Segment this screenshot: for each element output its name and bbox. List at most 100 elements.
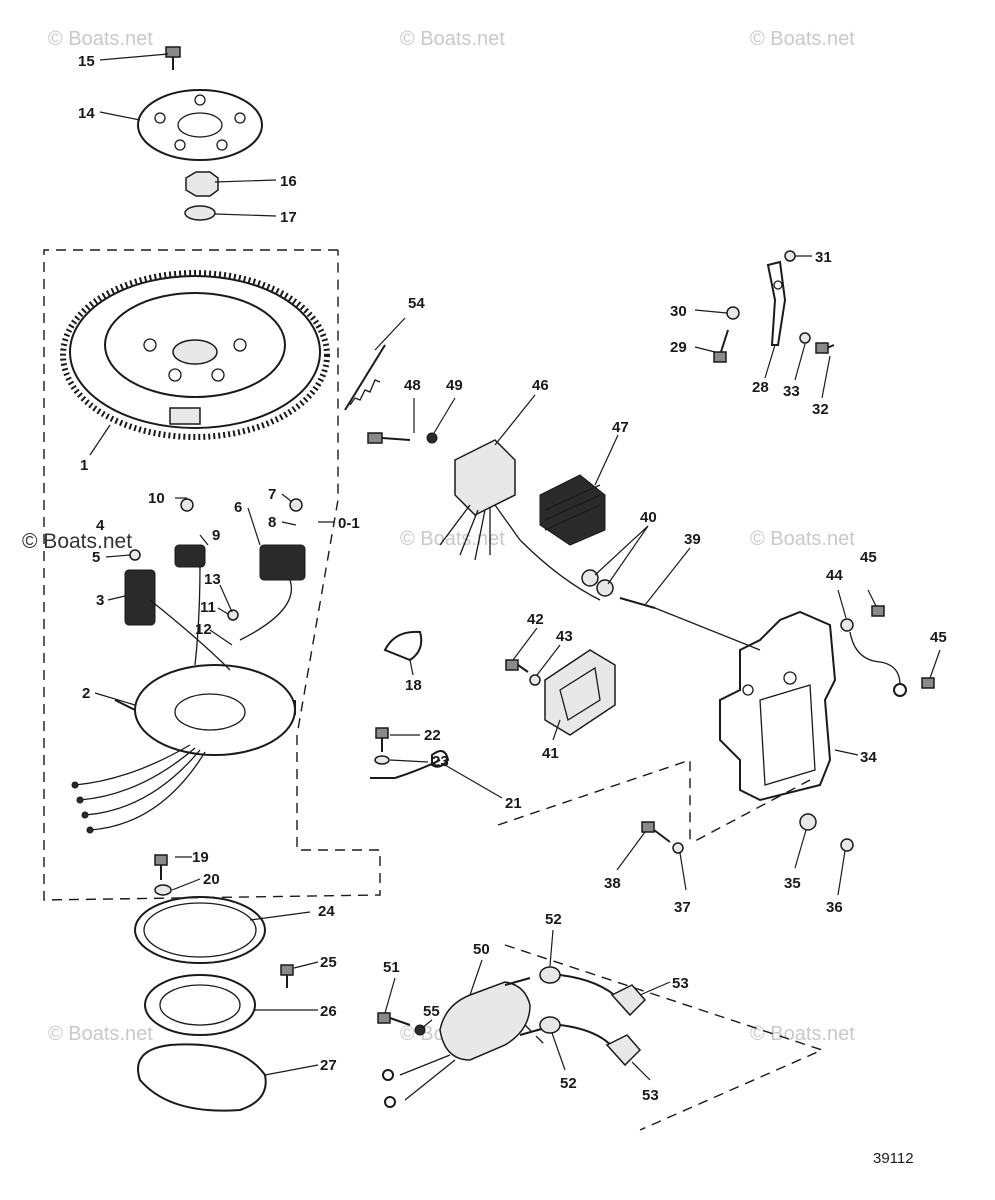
- nut-16: [185, 171, 219, 197]
- stator-plate-2-bore: [174, 693, 246, 731]
- callout-36: 36: [826, 899, 843, 916]
- washer-44: [840, 618, 854, 632]
- callout-13: 13: [204, 571, 221, 588]
- callout-51: 51: [383, 959, 400, 976]
- callout-25: 25: [320, 954, 337, 971]
- washer-20: [154, 884, 172, 896]
- stator-plate-2-tabs: [114, 699, 296, 715]
- screw-51-shank: [389, 1017, 411, 1026]
- leader-20: [171, 878, 201, 891]
- callout-33: 33: [783, 383, 800, 400]
- switch-box-46-leads: [439, 504, 521, 561]
- callout-41: 41: [542, 745, 559, 762]
- bracket-34-window: [759, 684, 816, 786]
- leader-36: [837, 850, 846, 896]
- screw-25-head: [280, 964, 294, 976]
- callout-44: 44: [826, 567, 843, 584]
- leader-21: [444, 764, 503, 799]
- leader-34: [834, 749, 859, 756]
- leader-24: [249, 911, 311, 921]
- plug-wire-b: [559, 1024, 616, 1051]
- callout-11: 11: [200, 599, 216, 616]
- callout-29: 29: [670, 339, 687, 356]
- leader-45-a: [867, 589, 877, 607]
- callout-40: 40: [640, 509, 657, 526]
- callout-34: 34: [860, 749, 877, 766]
- cover-plate-14-hole-d: [216, 139, 228, 151]
- leader-52-a: [549, 929, 554, 967]
- leader-41: [552, 719, 561, 741]
- terminal-c: [81, 811, 89, 819]
- screw-42-head: [505, 659, 519, 671]
- leader-32: [821, 355, 831, 399]
- screw-7-head: [289, 498, 303, 512]
- callout-31: 31: [815, 249, 832, 266]
- screw-42-shank: [517, 664, 529, 673]
- washer-11: [227, 609, 239, 621]
- callout-14: 14: [78, 105, 95, 122]
- rectifier-47-fins: [544, 484, 601, 531]
- leader-35: [794, 829, 807, 869]
- washer-17: [184, 205, 216, 221]
- bracket-34-hole: [742, 684, 754, 696]
- leader-49: [433, 397, 456, 434]
- leader-54: [374, 317, 406, 351]
- washer-23: [374, 755, 390, 765]
- leader-14: [99, 111, 141, 121]
- callout-46: 46: [532, 377, 549, 394]
- leader-37: [679, 852, 687, 891]
- cover-plate-14-hub: [177, 112, 223, 138]
- ignition-coil-50: [439, 981, 531, 1061]
- stator-parts: [71, 498, 306, 834]
- leader-23: [389, 759, 429, 763]
- callout-47: 47: [612, 419, 629, 436]
- flywheel-hole-c: [168, 368, 182, 382]
- coil-9: [174, 544, 206, 568]
- leader-39: [644, 547, 691, 606]
- washer-49: [426, 432, 438, 444]
- link-54-spring: [349, 379, 381, 406]
- leader-13: [219, 584, 233, 613]
- retainer-ring-24: [134, 896, 266, 964]
- flywheel-ring-gear: [60, 270, 330, 440]
- callout-7: 7: [268, 486, 276, 503]
- leader-29: [694, 346, 716, 353]
- leader-42: [512, 627, 538, 661]
- screw-38-shank: [653, 829, 671, 843]
- callout-32: 32: [812, 401, 829, 418]
- callout-21: 21: [505, 795, 522, 812]
- callout-22: 22: [424, 727, 441, 744]
- callout-8: 8: [268, 514, 276, 531]
- bracket-34-boss: [783, 671, 797, 685]
- flywheel-hub: [172, 339, 218, 365]
- leader-2: [94, 692, 136, 706]
- link-arm-28: [766, 260, 787, 346]
- flywheel-cover-parts: [137, 46, 263, 221]
- leader-15: [99, 53, 169, 61]
- bracket-ground-wire: [849, 631, 901, 686]
- stator-group-outline: [43, 249, 381, 901]
- washer-30: [726, 306, 740, 320]
- callout-35: 35: [784, 875, 801, 892]
- callout-48: 48: [404, 377, 421, 394]
- bracket-34: [719, 610, 837, 802]
- leader-8: [281, 521, 297, 526]
- washer-37: [672, 842, 684, 854]
- flywheel-hole-b: [233, 338, 247, 352]
- module-41-face: [559, 666, 601, 722]
- callout-10: 10: [148, 490, 165, 507]
- callout-15: 15: [78, 53, 95, 70]
- plug-wire-a: [559, 974, 621, 1001]
- leader-27: [264, 1064, 319, 1076]
- cover-plate-14-hole-b: [234, 112, 246, 124]
- watermark-inset: © Boats.net: [22, 530, 132, 553]
- stud-parts: [581, 569, 761, 651]
- callout-6: 6: [234, 499, 242, 516]
- leader-11: [217, 607, 229, 615]
- leader-55: [421, 1019, 433, 1029]
- leader-40-a: [594, 525, 649, 576]
- rectifier-47: [539, 474, 606, 546]
- group-outlines: 0-1: [43, 249, 824, 1131]
- cover-plate-14-hole-a: [154, 112, 166, 124]
- flywheel-hole-d: [211, 368, 225, 382]
